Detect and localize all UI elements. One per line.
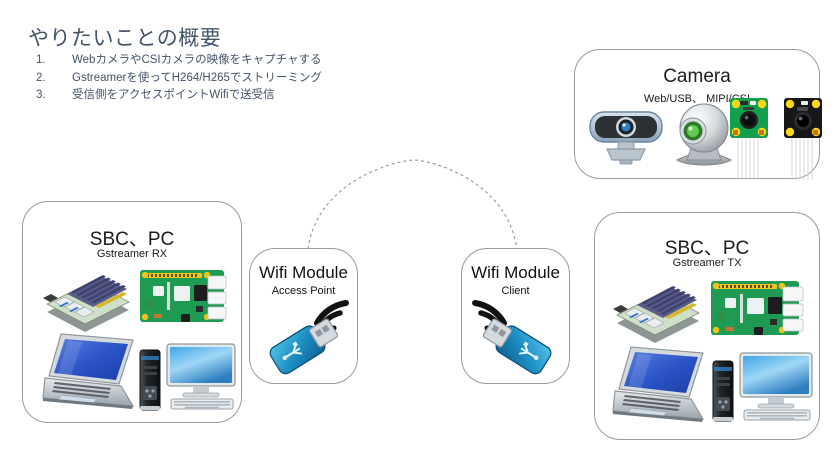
list-item-text: 受信側をアクセスポイントWifiで送受信	[72, 89, 275, 101]
laptop-icon	[611, 345, 709, 425]
jetson-board-icon	[607, 273, 707, 347]
sbc-pc-tx-title: SBC、PC	[664, 238, 750, 259]
list-item-number: 3.	[36, 89, 46, 101]
usb-wifi-dongle-icon	[261, 300, 353, 379]
jetson-board-icon	[37, 262, 137, 336]
desktop-monitor-icon	[165, 342, 237, 412]
list-item-number: 2.	[36, 71, 46, 84]
desktop-monitor-icon	[738, 351, 814, 423]
list-item-number: 1.	[36, 54, 46, 66]
usb-wifi-dongle-icon	[468, 300, 560, 379]
sbc-pc-rx-subtitle: Gstreamer RX	[96, 248, 168, 260]
wifi-client-subtitle: Client	[501, 285, 530, 297]
sbc-pc-rx-title: SBC、PC	[89, 229, 175, 250]
laptop-icon	[41, 332, 139, 412]
sbc-pc-rx-box[interactable]: SBC、PC Gstreamer RX	[22, 201, 242, 423]
desktop-tower-icon	[137, 348, 163, 412]
camera-box[interactable]: Camera Web/USB、 MIPI/CSI	[574, 49, 822, 180]
list-item: 2. Gstreamerを使ってH264/H265でストリーミング	[36, 70, 496, 88]
wifi-ap-title: Wifi Module	[259, 263, 348, 282]
raspberry-pi-board-icon	[707, 275, 807, 345]
page-title: やりたいことの概要	[28, 27, 222, 50]
ball-webcam-icon	[671, 98, 737, 168]
camera-box-subtitle: Web/USB、 MIPI/CSI	[643, 93, 751, 105]
usb-webcam-bar-icon	[587, 106, 665, 168]
wifi-ap-subtitle: Access Point	[271, 285, 336, 297]
camera-box-title: Camera	[663, 66, 731, 87]
list-item: 1. WebカメラやCSIカメラの映像をキャプチャする	[36, 52, 496, 70]
raspberry-pi-board-icon	[136, 264, 230, 330]
list-item-text: Gstreamerを使ってH264/H265でストリーミング	[72, 71, 322, 84]
wifi-client-title: Wifi Module	[471, 263, 560, 282]
wifi-module-ap-box[interactable]: Wifi Module Access Point	[249, 248, 358, 384]
wifi-module-client-box[interactable]: Wifi Module Client	[461, 248, 570, 384]
list-item: 3. 受信側をアクセスポイントWifiで送受信	[36, 87, 496, 105]
csi-camera-black-icon	[779, 94, 827, 180]
overview-list: 1. WebカメラやCSIカメラの映像をキャプチャする 2. Gstreamer…	[36, 52, 496, 105]
sbc-pc-tx-box[interactable]: SBC、PC Gstreamer TX	[594, 212, 820, 440]
csi-camera-green-icon	[725, 94, 773, 180]
desktop-tower-icon	[710, 359, 736, 423]
sbc-pc-tx-subtitle: Gstreamer TX	[672, 257, 742, 269]
list-item-text: WebカメラやCSIカメラの映像をキャプチャする	[72, 54, 322, 66]
